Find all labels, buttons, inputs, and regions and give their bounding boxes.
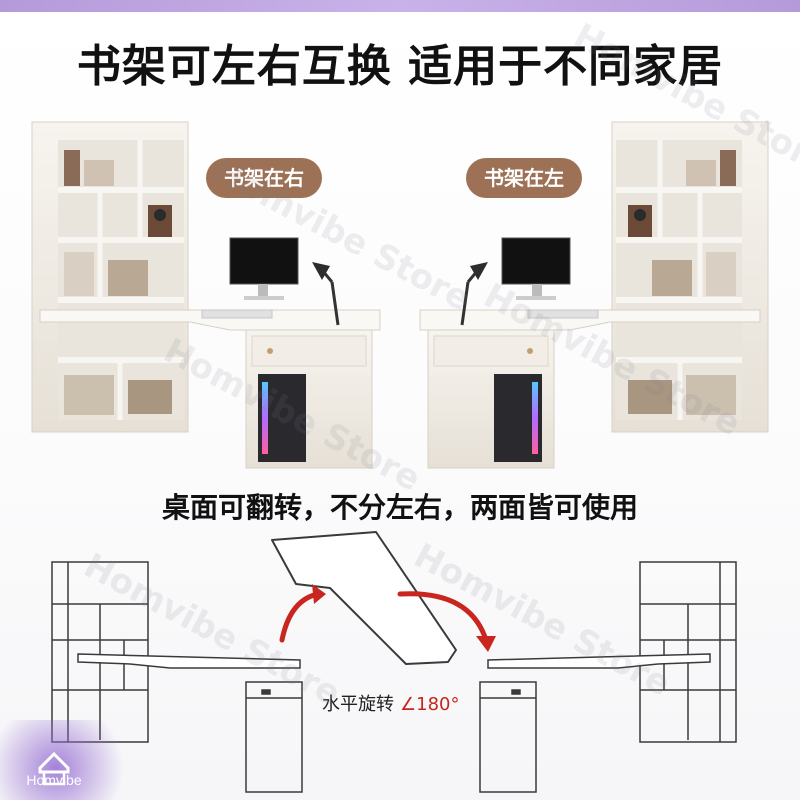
rotating-desktop-panel	[271, 531, 457, 665]
top-frame-bar	[0, 0, 800, 12]
diagram-left-unit	[51, 561, 303, 793]
desk-photo-shelf-right-side	[419, 121, 769, 469]
logo-glow	[0, 720, 140, 800]
rotation-arrows	[279, 591, 489, 643]
label-shelf-right: 书架在右	[206, 158, 322, 198]
subheadline: 桌面可翻转，不分左右，两面皆可使用	[161, 491, 638, 524]
rotation-angle: ∠180°	[400, 694, 460, 715]
rotation-text: 水平旋转	[322, 694, 394, 715]
desk-photo-shelf-left-side	[31, 121, 381, 469]
headline: 书架可左右互换 适用于不同家居	[76, 41, 724, 92]
label-shelf-left: 书架在左	[466, 158, 582, 198]
logo-text: Homvibe	[26, 772, 82, 788]
arrow-heads	[312, 584, 496, 652]
rotation-caption: 水平旋转 ∠180°	[322, 690, 460, 716]
diagram-right-unit	[479, 561, 737, 793]
house-logo-icon	[38, 751, 70, 786]
